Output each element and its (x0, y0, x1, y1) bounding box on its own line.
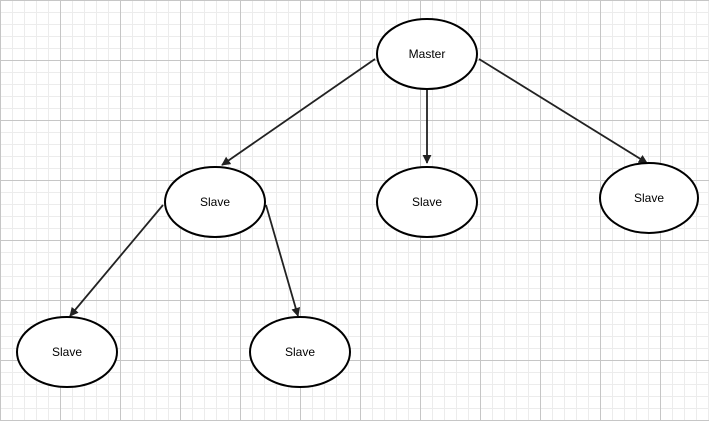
slave-1-node-label: Slave (200, 195, 230, 209)
edges (69, 58, 648, 317)
node-slave-5[interactable]: Slave (249, 316, 351, 388)
master-node-shape (376, 18, 478, 90)
edge-slave-1-to-slave-5 (265, 204, 301, 317)
slave-2-node-label: Slave (412, 195, 442, 209)
node-slave-3[interactable]: Slave (599, 162, 699, 234)
node-slave-4[interactable]: Slave (16, 316, 118, 388)
slave-3-node-shape (599, 162, 699, 234)
node-slave-2[interactable]: Slave (376, 166, 478, 238)
edge-master-to-slave-1 (221, 58, 376, 166)
edge-master-to-slave-3 (478, 58, 648, 164)
slave-5-node-shape (249, 316, 351, 388)
slave-3-node-label: Slave (634, 191, 664, 205)
slave-4-node-label: Slave (52, 345, 82, 359)
slave-2-node-shape (376, 166, 478, 238)
master-node-label: Master (409, 47, 446, 61)
edge-slave-1-to-slave-4 (69, 204, 164, 317)
slave-1-node-shape (164, 166, 266, 238)
node-slave-1[interactable]: Slave (164, 166, 266, 238)
node-master[interactable]: Master (376, 18, 478, 90)
slave-5-node-label: Slave (285, 345, 315, 359)
slave-4-node-shape (16, 316, 118, 388)
